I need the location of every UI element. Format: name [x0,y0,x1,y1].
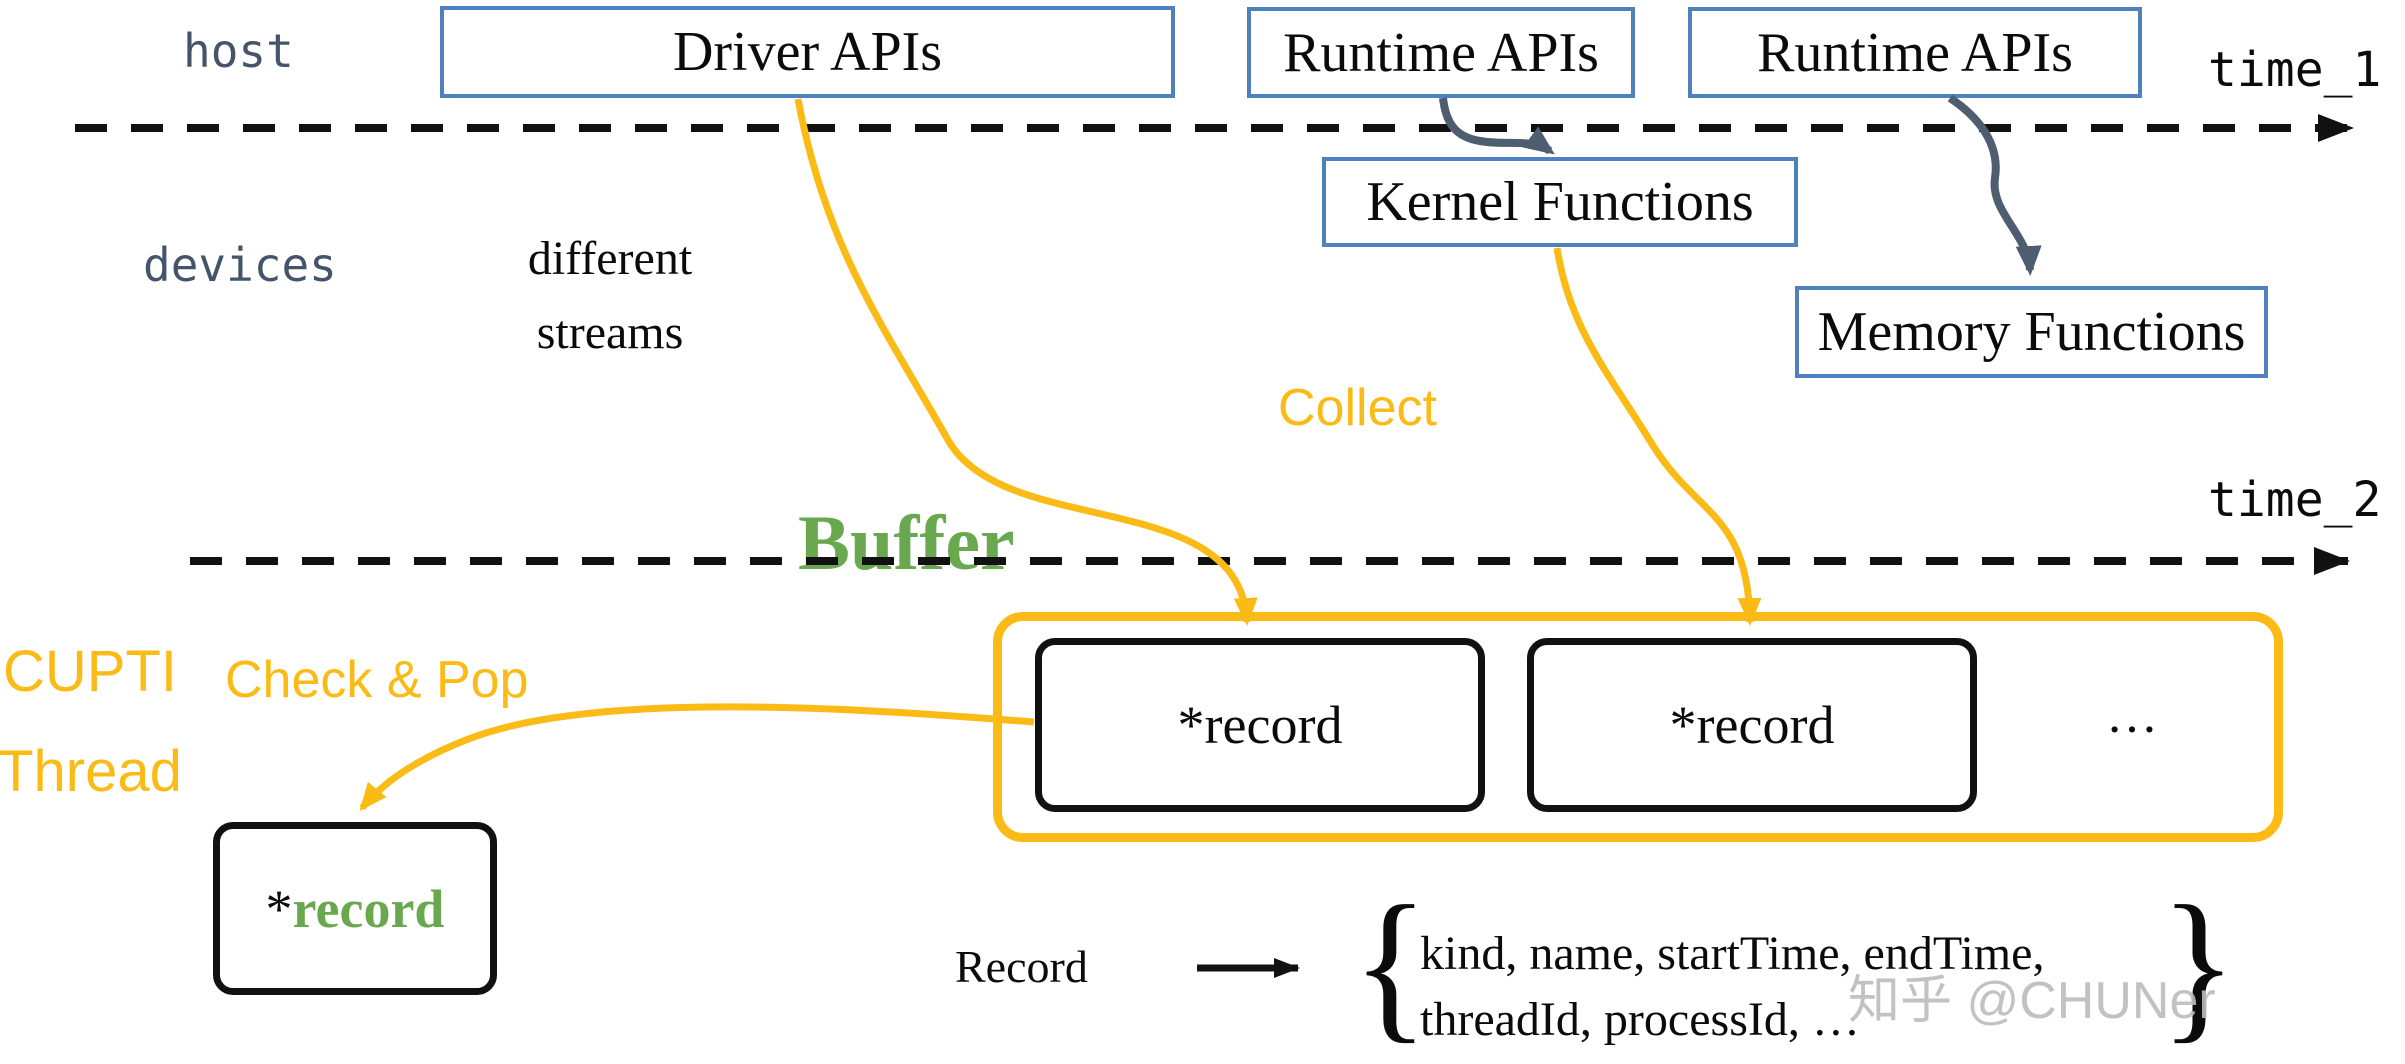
time2-label: time_2 [2208,472,2382,528]
popped-record-label: *record [266,878,445,940]
driver-apis-box: Driver APIs [440,6,1175,98]
time1-label: time_1 [2208,42,2382,98]
cupti-thread-label: CUPTI Thread [0,622,188,822]
record-schema-close-brace: } [2160,870,2237,1058]
popped-record-text: record [292,878,445,939]
kernel-functions-label: Kernel Functions [1366,171,1754,233]
lane-label-host: host [183,24,294,78]
memory-functions-box: Memory Functions [1795,286,2268,378]
popped-record-star: * [265,878,293,939]
buffer-ellipsis: … [2106,687,2158,744]
different-streams-line1: different [527,232,693,285]
record-schema-open-brace: { [1352,870,1429,1058]
driver-apis-label: Driver APIs [672,21,943,83]
buffer-title: Buffer [798,499,1015,586]
runtime1-to-kernel-arrow [1439,97,1555,155]
different-streams-label: different streams [455,222,765,370]
runtime2-to-memory-arrow [1947,94,2042,276]
popped-record-box: *record [213,822,497,995]
watermark: 知乎 @CHUNer [1848,972,2216,1030]
memory-functions-label: Memory Functions [1817,301,2246,363]
runtime-apis-1-label: Runtime APIs [1283,21,1599,84]
different-streams-line2: streams [536,306,684,359]
collect-label: Collect [1278,379,1437,437]
runtime-apis-box-2: Runtime APIs [1688,7,2142,98]
check-pop-label: Check & Pop [225,651,529,709]
check-pop-arrow [359,703,1035,812]
cupti-thread-line1: CUPTI [3,639,177,704]
buffer-record-2: *record [1527,638,1977,812]
runtime-apis-box-1: Runtime APIs [1247,7,1635,98]
buffer-record-1: *record [1035,638,1485,812]
kernel-to-buffer-arrow [1553,247,1762,626]
buffer-record-2-label: *record [1669,695,1835,755]
kernel-functions-box: Kernel Functions [1322,157,1798,247]
buffer-record-1-label: *record [1177,695,1343,755]
record-schema-label: Record [955,941,1088,992]
record-schema-line-1: kind, name, startTime, endTime, [1420,927,2045,980]
cupti-thread-line2: Thread [0,739,182,804]
runtime-apis-2-label: Runtime APIs [1757,21,2073,84]
lane-label-devices: devices [143,238,337,292]
record-schema-line-2: threadId, processId, … [1420,993,1860,1046]
